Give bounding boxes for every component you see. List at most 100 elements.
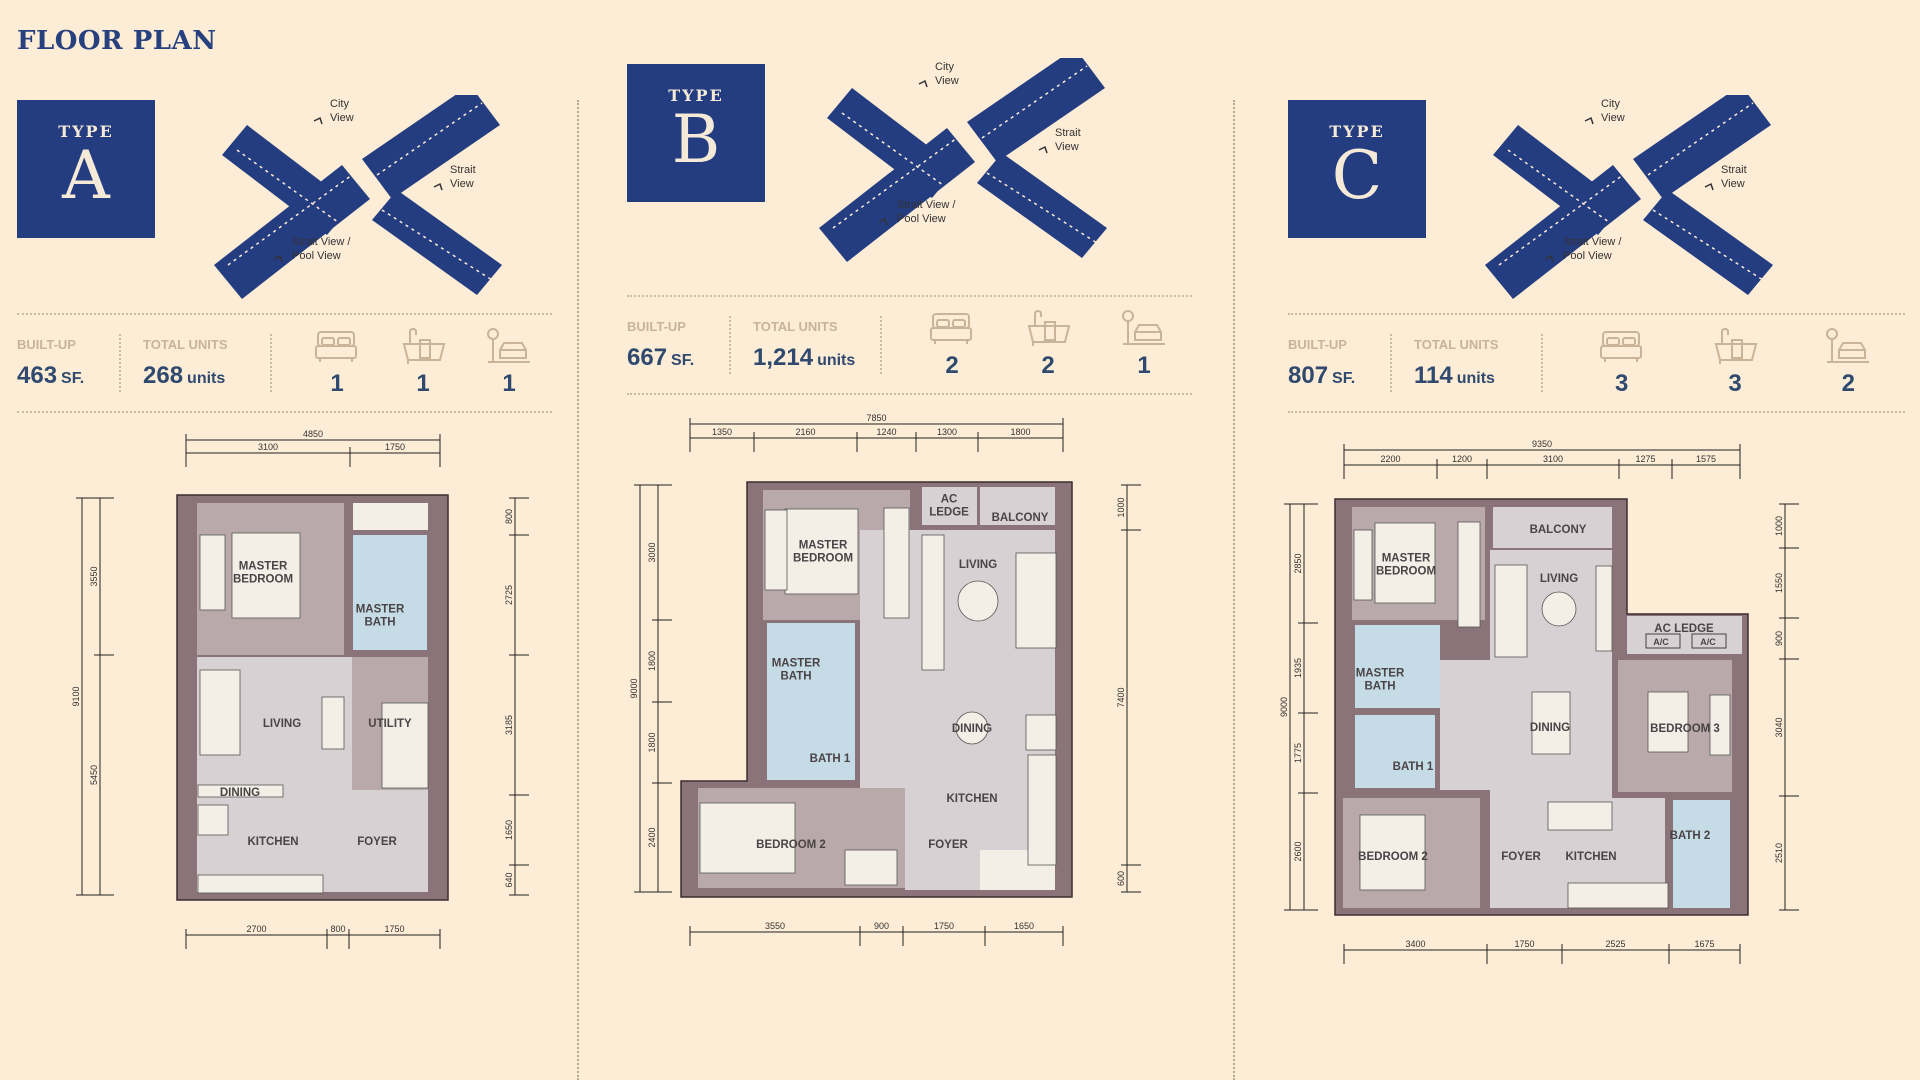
ac-unit xyxy=(1691,633,1727,649)
view-label-city: City xyxy=(330,98,349,110)
room-label: BATH xyxy=(1364,681,1395,693)
total-units-unit: units xyxy=(1456,369,1495,387)
bed-icon xyxy=(930,313,972,344)
room-label: KITCHEN xyxy=(247,836,298,848)
type-letter: A xyxy=(62,137,110,214)
bathrooms-count: 1 xyxy=(380,328,466,398)
view-label-pool: Pool View xyxy=(897,213,946,225)
room-area xyxy=(1673,800,1730,908)
dimension-value: 9100 xyxy=(71,686,81,706)
room-area xyxy=(1440,660,1492,790)
view-label-strait: View xyxy=(1055,141,1079,153)
furniture xyxy=(1595,565,1613,652)
parking-value: 1 xyxy=(1137,352,1151,379)
total-units-number: 268 xyxy=(143,361,184,389)
view-label-pool: Pool View xyxy=(292,250,341,262)
view-label-city: View xyxy=(330,112,354,124)
room-label: BATH 1 xyxy=(810,753,851,765)
dimension-value: 800 xyxy=(330,924,345,934)
room-area xyxy=(353,535,427,650)
dimension-value: 800 xyxy=(504,509,514,524)
dimension-left-total: 9100 xyxy=(71,497,96,896)
room-label: KITCHEN xyxy=(1565,851,1616,863)
furniture xyxy=(1709,694,1731,756)
room-label: BEDROOM xyxy=(1376,566,1436,578)
total-units-unit: units xyxy=(817,351,856,369)
room-area xyxy=(980,487,1055,525)
bathrooms-value: 3 xyxy=(1728,370,1742,397)
furniture xyxy=(1015,552,1057,649)
furniture xyxy=(1494,564,1528,658)
view-label-strait: Strait xyxy=(1055,127,1081,139)
tower-corridor xyxy=(1647,102,1754,176)
view-arrow-icon xyxy=(918,79,928,88)
tower-wing xyxy=(1633,95,1771,199)
furniture xyxy=(764,509,788,591)
dimension-value: 1750 xyxy=(1514,939,1534,949)
furniture xyxy=(1547,801,1613,831)
built-up-unit: SF. xyxy=(671,351,695,369)
tower-wing xyxy=(1643,190,1773,295)
dimension-value: 1275 xyxy=(1635,454,1655,464)
dimension-value: 2510 xyxy=(1774,843,1784,863)
furniture xyxy=(1531,691,1571,755)
dimension-value: 1240 xyxy=(876,427,896,437)
parking-icon xyxy=(487,328,530,363)
dimension-value: 2850 xyxy=(1293,553,1303,573)
tower-corridor xyxy=(841,112,948,189)
room-label: BATH 1 xyxy=(1393,761,1434,773)
room-label: LIVING xyxy=(1540,573,1578,585)
dimension-value: 1750 xyxy=(934,921,954,931)
built-up-label: BUILT-UP xyxy=(627,318,686,334)
room-label: DINING xyxy=(1530,722,1570,734)
tower-corridor xyxy=(236,149,343,226)
view-label-strait: Strait xyxy=(450,164,476,176)
dimension-value: 900 xyxy=(874,921,889,931)
tower-corridor xyxy=(1498,174,1624,266)
room-label: BEDROOM 2 xyxy=(1358,851,1428,863)
total-units-number: 114 xyxy=(1414,361,1453,389)
view-label-city: City xyxy=(1601,98,1620,110)
view-arrow-icon xyxy=(313,116,323,125)
dimension-value: 1675 xyxy=(1694,939,1714,949)
page-title: FLOOR PLAN xyxy=(17,26,217,56)
room-area xyxy=(1355,625,1440,708)
bedrooms-count: 2 xyxy=(904,310,1000,380)
dimension-value: 3000 xyxy=(647,542,657,562)
dimension-left-total: 9000 xyxy=(629,484,654,893)
view-label-city: City xyxy=(935,61,954,73)
dimension-value: 7850 xyxy=(866,413,886,423)
table xyxy=(1541,591,1577,627)
room-label: MASTER xyxy=(1382,553,1431,565)
total-units-number: 1,214 xyxy=(753,343,814,371)
dimension-value: 1200 xyxy=(1452,454,1472,464)
dimension-value: 3100 xyxy=(1543,454,1563,464)
room-label: MASTER xyxy=(1356,668,1405,680)
built-up-unit: SF. xyxy=(1332,369,1356,387)
furniture xyxy=(1359,814,1426,891)
dimension-value: 3550 xyxy=(765,921,785,931)
furniture xyxy=(921,534,945,671)
view-label-pool: Strait View / xyxy=(292,236,351,248)
bath-icon xyxy=(1027,310,1071,346)
room-label: A/C xyxy=(1653,637,1669,647)
view-label-strait: Strait xyxy=(1721,164,1747,176)
divider xyxy=(1390,334,1392,392)
view-arrow-icon xyxy=(273,254,283,263)
total-units-label: TOTAL UNITS xyxy=(143,336,228,352)
view-label-pool: Strait View / xyxy=(897,199,956,211)
dimension-value: 2725 xyxy=(504,585,514,605)
total-units-label: TOTAL UNITS xyxy=(753,318,838,334)
